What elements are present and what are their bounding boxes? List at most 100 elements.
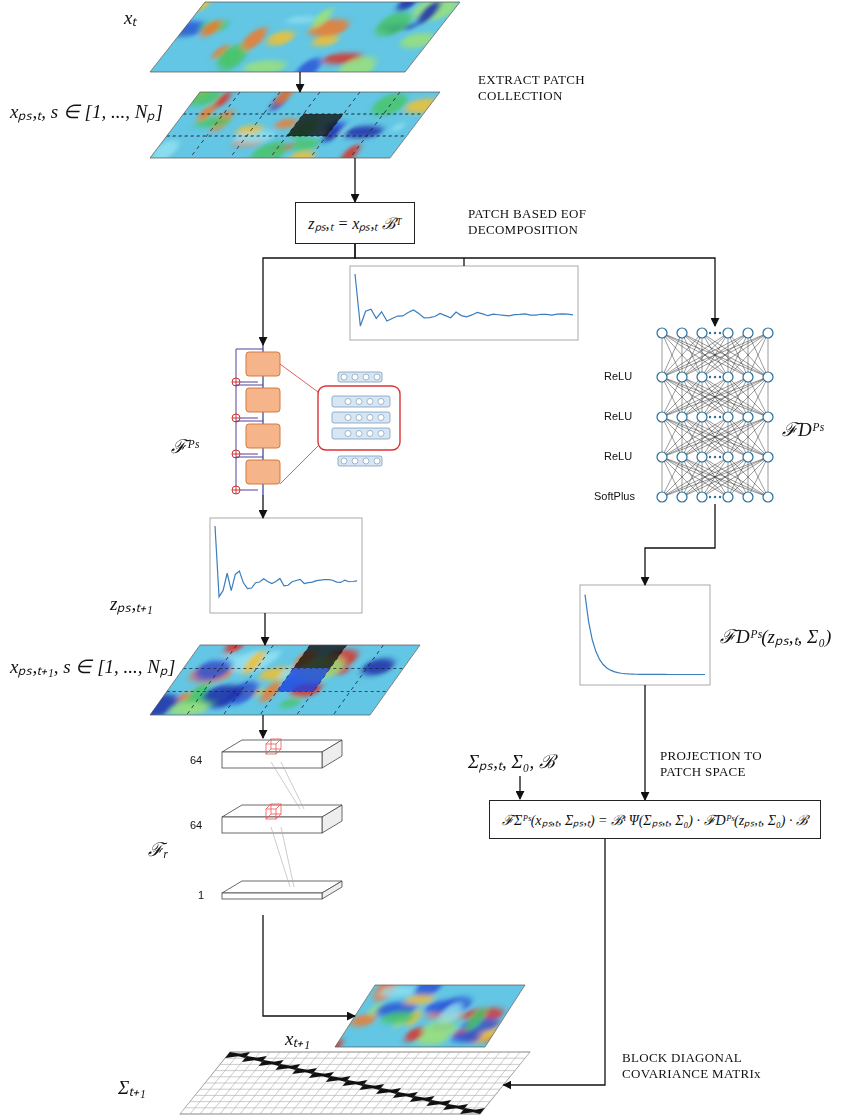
flow-arrow (262, 715, 263, 738)
detail-unit (363, 374, 369, 380)
field-image (327, 974, 537, 1051)
field-image (133, 85, 456, 166)
plot-frame (580, 585, 710, 685)
node-label: 64 (190, 819, 202, 831)
mlp-weight (662, 417, 702, 457)
node-label: zₚₛ,ₜ₊₁ (110, 590, 153, 616)
field-blob (191, 116, 234, 127)
matrix-grid (200, 1089, 500, 1090)
field-blob (461, 1008, 491, 1031)
mlp-weight (768, 333, 769, 377)
sum-cross (232, 486, 240, 494)
detail-unit (352, 374, 358, 380)
step-label: PATCH BASED EOF DECOMPOSITION (468, 206, 608, 239)
mlp-weight (662, 377, 702, 417)
mlp-unit (657, 452, 667, 462)
field-blob (262, 650, 284, 662)
spectrum-curve (355, 274, 573, 326)
mlp-weight (682, 377, 768, 417)
matrix-grid (210, 1076, 510, 1077)
field-blob (197, 685, 248, 703)
mlp-dots (714, 496, 716, 498)
patch (287, 114, 344, 136)
node-label: xₜ (124, 4, 136, 30)
mlp-unit (677, 372, 687, 382)
residual-layer (246, 424, 280, 448)
mlp-unit (697, 372, 707, 382)
mlp-dots (719, 376, 721, 378)
mlp-unit (697, 452, 707, 462)
detail-unit (352, 458, 358, 464)
mlp-weight (682, 457, 768, 497)
patch-grid (167, 135, 407, 136)
zoom-line (280, 364, 318, 392)
split-stub (463, 258, 464, 266)
mlp-weight (728, 333, 768, 377)
mlp-unit (743, 492, 753, 502)
mlp-weight (662, 417, 663, 457)
mlp-unit (697, 492, 707, 502)
mlp-unit (677, 328, 687, 338)
mlp-network (657, 328, 773, 502)
mlp-weight (728, 417, 768, 457)
mlp-weight (728, 457, 768, 497)
mlp-weight (702, 457, 703, 497)
diagonal-block (466, 1108, 485, 1114)
field-blob (238, 60, 291, 72)
mlp-unit (677, 452, 687, 462)
flow-arrow (503, 839, 605, 1085)
mlp-weight (662, 417, 768, 457)
flow-arrow (262, 495, 263, 518)
mlp-weight (728, 377, 768, 417)
detail-unit (367, 399, 373, 405)
cnn-decoder: 64641ℱᵣ (220, 738, 345, 915)
detail-io (338, 456, 382, 466)
detail-unit (367, 415, 373, 421)
node-label: ReLU (604, 370, 632, 382)
node-label: ℱᵣ (148, 836, 169, 862)
field-frame (150, 645, 420, 715)
mlp-dots (709, 456, 711, 458)
slab-top (222, 805, 342, 817)
mlp-weight (728, 457, 748, 497)
mlp-weight (662, 377, 702, 417)
field-blob (221, 645, 250, 654)
mlp-weight (728, 333, 768, 377)
node-label: ReLU (604, 410, 632, 422)
flow-arrow (263, 244, 355, 345)
kernel-cube (266, 739, 281, 754)
field-blob (390, 123, 407, 131)
mlp-dots (719, 332, 721, 334)
field-ground (150, 645, 420, 715)
mlp-unit (657, 412, 667, 422)
mlp-weight (662, 457, 702, 497)
field-blob (277, 699, 303, 708)
node-label: ℱDᴾˢ (782, 416, 823, 442)
node-label: 64 (190, 754, 202, 766)
slab-side (322, 881, 342, 899)
mlp-weight (728, 333, 748, 377)
patch-grid (190, 92, 240, 158)
field-blob (195, 105, 219, 121)
field-blob (309, 36, 342, 46)
slab-top (222, 881, 342, 893)
field-blob (335, 1039, 346, 1047)
mlp-weight (702, 333, 768, 377)
mlp-dots (709, 332, 711, 334)
detail-unit (363, 458, 369, 464)
mlp-unit (677, 412, 687, 422)
input-arrow (519, 776, 520, 799)
field-blob (400, 99, 440, 114)
mlp-weight (748, 417, 768, 457)
mlp-weight (662, 417, 768, 457)
field-frame (150, 92, 440, 158)
field-blob (165, 702, 213, 715)
mlp-weight (662, 377, 768, 417)
patch-grid (167, 691, 387, 692)
detail-unit (374, 374, 380, 380)
field-blob (233, 125, 266, 134)
mlp-weight (662, 377, 768, 417)
field-frame (150, 2, 460, 72)
mlp-unit (657, 492, 667, 502)
